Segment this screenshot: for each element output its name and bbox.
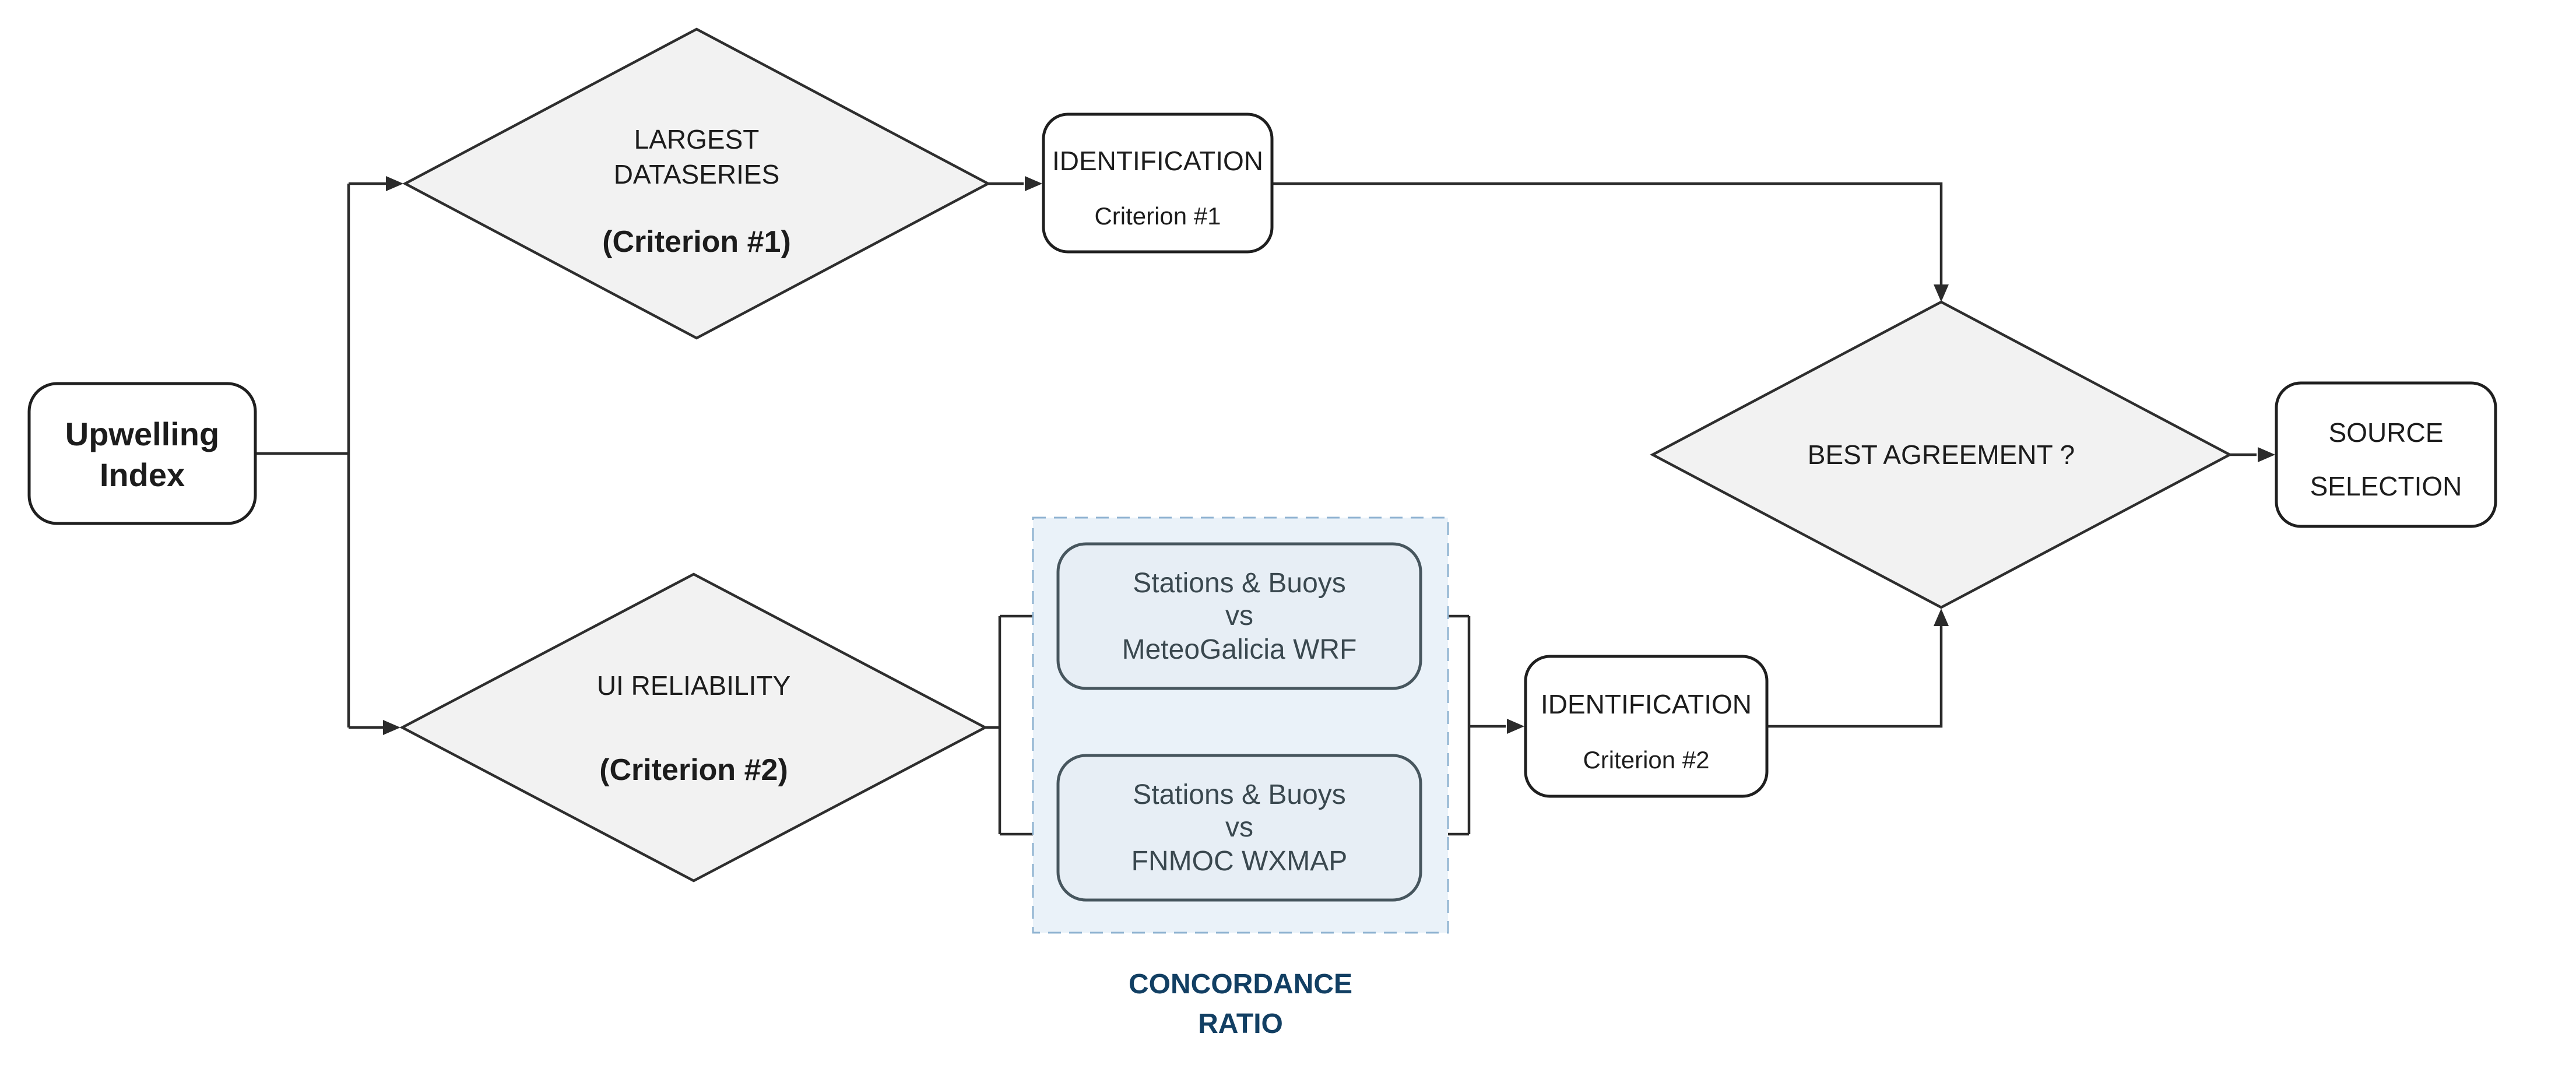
largest-dataseries-label-line3: (Criterion #1) [602,225,791,259]
largest-dataseries-label-line1: LARGEST [634,124,760,154]
arrowhead-into-criterion1 [386,176,403,191]
upwelling-index-label-line2: Index [100,456,185,493]
process-stations-buoys-vs-fnmoc-wxmap: Stations & Buoys vs FNMOC WXMAP [1056,754,1422,902]
label-concordance-ratio: CONCORDANCE RATIO [1129,969,1352,1039]
process-identification-criterion2: IDENTIFICATION Criterion #2 [1524,655,1769,798]
arrowhead-into-bestagreement-bottom [1934,609,1949,626]
decision-ui-reliability: UI RELIABILITY (Criterion #2) [399,572,988,883]
ui-reliability-label-line1: UI RELIABILITY [597,670,790,701]
best-agreement-shape [1650,300,2233,609]
identification2-shape [1524,655,1769,798]
compare-wxmap-shape [1056,754,1422,902]
source-selection-shape [2275,381,2497,528]
arrowhead-into-criterion2 [383,720,400,735]
arrowhead-into-identification1 [1025,176,1042,191]
compare-wxmap-label-line3: FNMOC WXMAP [1131,846,1348,877]
largest-dataseries-label-line2: DATASERIES [614,159,780,189]
identification1-label-line2: Criterion #1 [1094,202,1221,230]
decision-largest-dataseries: LARGEST DATASERIES (Criterion #1) [402,27,991,340]
source-selection-label-line2: SELECTION [2310,471,2462,501]
arrowhead-into-source [2258,447,2275,462]
compare-wxmap-label-line2: vs [1225,812,1253,843]
ui-reliability-shape [399,572,988,883]
compare-wxmap-label-line1: Stations & Buoys [1133,779,1346,810]
largest-dataseries-shape [402,27,991,340]
arrowhead-into-identification2 [1507,719,1524,734]
compare-wrf-label-line3: MeteoGalicia WRF [1122,634,1357,665]
identification1-shape [1042,113,1274,254]
identification1-label-line1: IDENTIFICATION [1052,146,1263,176]
compare-wrf-shape [1056,542,1422,690]
concordance-ratio-label-line2: RATIO [1198,1008,1283,1039]
process-source-selection: SOURCE SELECTION [2275,381,2497,528]
decision-best-agreement: BEST AGREEMENT ? [1650,300,2233,609]
connector-identification2-to-bestagreement [1767,626,1943,728]
process-identification-criterion1: IDENTIFICATION Criterion #1 [1042,113,1274,254]
best-agreement-label-line1: BEST AGREEMENT ? [1808,440,2075,470]
concordance-ratio-label-line1: CONCORDANCE [1129,969,1352,1000]
upwelling-index-label-line1: Upwelling [65,416,219,452]
ui-reliability-label-line2: (Criterion #2) [599,753,788,787]
identification2-label-line1: IDENTIFICATION [1541,689,1752,719]
identification2-label-line2: Criterion #2 [1583,746,1709,774]
upwelling-index-shape [27,382,257,525]
start-node-upwelling-index: Upwelling Index [27,382,257,525]
arrowhead-into-bestagreement-top [1934,284,1949,302]
connector-identification1-to-bestagreement [1272,182,1943,284]
process-stations-buoys-vs-meteogalicia-wrf: Stations & Buoys vs MeteoGalicia WRF [1056,542,1422,690]
compare-wrf-label-line2: vs [1225,600,1253,631]
source-selection-label-line1: SOURCE [2329,417,2444,448]
compare-wrf-label-line1: Stations & Buoys [1133,568,1346,599]
